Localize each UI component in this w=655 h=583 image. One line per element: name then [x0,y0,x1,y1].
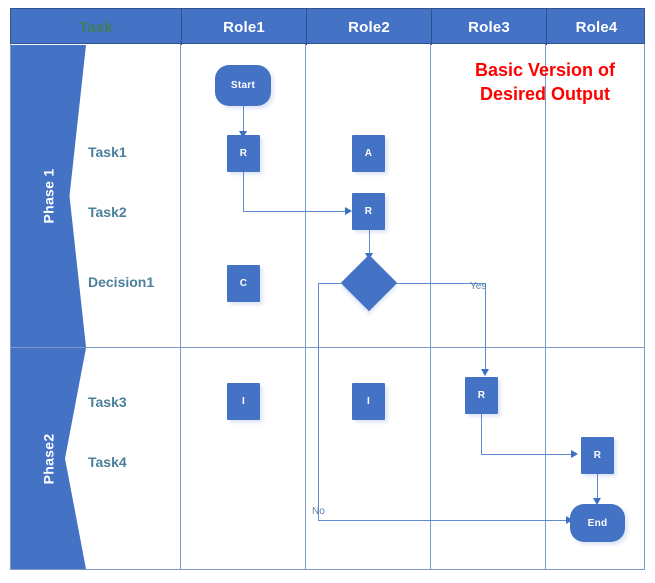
header-cell-role3: Role3 [431,9,546,45]
header-cell-role4: Role4 [546,9,646,45]
node-task3-role3-r[interactable]: R [465,377,498,414]
grid-line-role3-role4 [545,44,546,570]
connector-task3r-down [481,408,482,454]
task-label-task4: Task4 [88,454,127,470]
connector-start-to-task1r [243,106,244,135]
arrowhead-task1r-to-task2r [345,207,352,215]
header-cell-role2: Role2 [306,9,431,45]
node-task1-role1-r[interactable]: R [227,135,260,172]
task-label-decision1: Decision1 [88,274,155,290]
phase-label-2: Phase2 [40,433,57,484]
node-end[interactable]: End [570,504,625,542]
connector-task2r-to-decision [369,229,370,257]
grid-line-role2-role3 [430,44,431,570]
task-label-task1: Task1 [88,144,127,160]
node-task4-role4-r[interactable]: R [581,437,614,474]
task-label-task2: Task2 [88,204,127,220]
node-start[interactable]: Start [215,65,271,106]
connector-task1r-down [243,172,244,211]
arrowhead-task3r-to-task4r [571,450,578,458]
connector-task1r-to-task2r [243,211,347,212]
header-cell-role1: Role1 [181,9,306,45]
node-task2-role2-r[interactable]: R [352,193,385,230]
connector-task4r-to-end [597,472,598,502]
grid-line-phase-divider [10,347,645,348]
node-task3-role1-i[interactable]: I [227,383,260,420]
phase-label-1: Phase 1 [40,168,57,224]
node-task3-role2-i[interactable]: I [352,383,385,420]
edge-label-yes: Yes [470,281,487,292]
arrowhead-start-to-task1r [239,131,247,138]
connector-decision-no-left [318,283,341,284]
grid-line-task-role1 [180,44,181,570]
arrowhead-task4r-to-end [593,498,601,505]
connector-decision-yes-right [397,283,485,284]
grid-line-role1-role2 [305,44,306,570]
node-task1-role2-a[interactable]: A [352,135,385,172]
connector-no-to-end [318,520,568,521]
arrowhead-no-to-end [566,516,573,524]
connector-decision-no-down [318,283,319,520]
arrowhead-yes-to-task3r [481,369,489,376]
header-cell-task: Task [79,18,113,36]
task-label-task3: Task3 [88,394,127,410]
table-header-row: Task Role1 Role2 Role3 Role4 [10,8,646,45]
page-title: Basic Version of Desired Output [474,60,616,105]
node-decision1-role1-c[interactable]: C [227,265,260,302]
connector-task3r-to-task4r [481,454,573,455]
connector-decision-yes-down [485,283,486,373]
swimlane-table-frame [10,8,645,570]
edge-label-no: No [312,506,325,517]
